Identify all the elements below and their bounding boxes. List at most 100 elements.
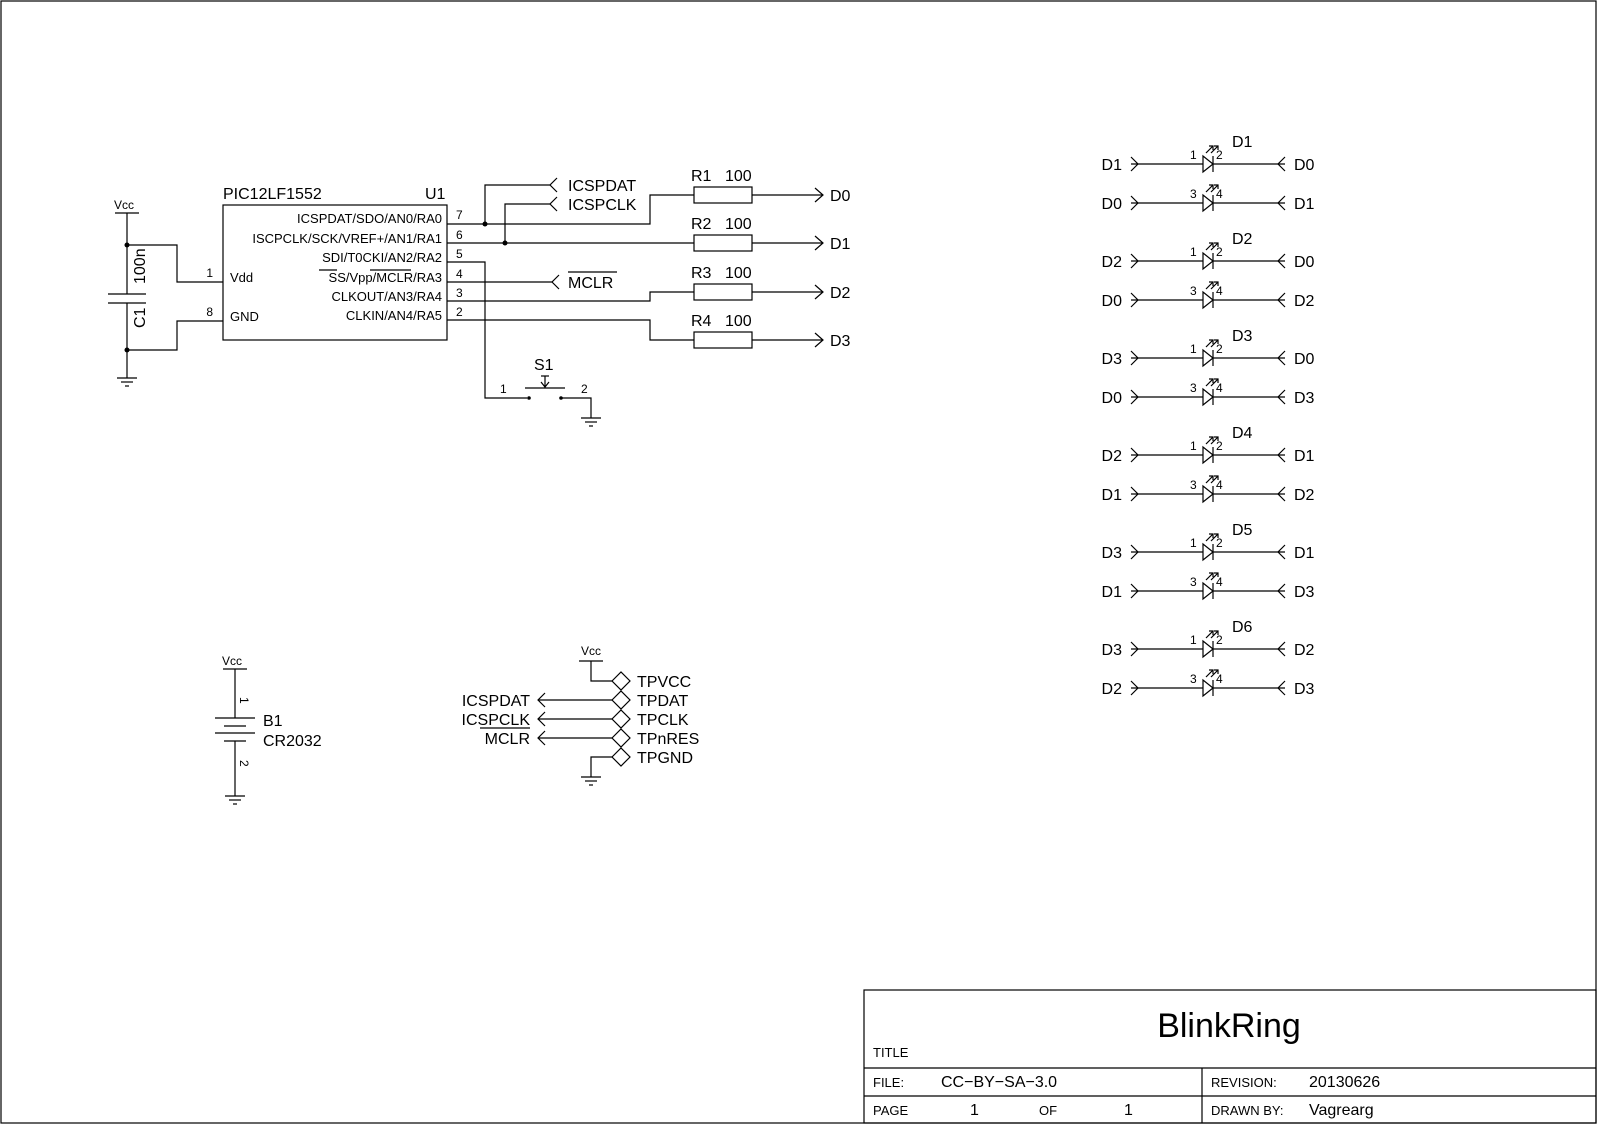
led-net-right: D3: [1294, 584, 1315, 601]
led-pin-num: 1: [1190, 633, 1197, 647]
battery-pin1-num: 1: [237, 697, 251, 704]
testpoint-icon: [611, 709, 631, 729]
arrow-icon: [814, 187, 824, 203]
led-ref-label: D6: [1232, 619, 1253, 636]
drawn-by-label: DRAWN BY:: [1211, 1103, 1283, 1118]
led-icon: [1202, 639, 1214, 659]
file-value: CC−BY−SA−3.0: [941, 1074, 1057, 1091]
led-pin-num: 2: [1216, 439, 1223, 453]
u1-gnd-label: GND: [230, 309, 259, 324]
u1-part-label: PIC12LF1552: [223, 186, 322, 203]
led-pin-num: 4: [1216, 284, 1223, 298]
led-icon: [1202, 387, 1214, 407]
led-pin-num: 1: [1190, 439, 1197, 453]
net-flag-icon: [1277, 195, 1286, 211]
battery-value-label: CR2032: [263, 733, 322, 750]
net-flag-icon: [1277, 680, 1286, 696]
net-flag-icon: [1277, 350, 1286, 366]
led-icon: [1202, 678, 1214, 698]
of-value: 1: [1124, 1102, 1133, 1119]
flag-icspdat-label: ICSPDAT: [568, 178, 636, 195]
c1-vcc-label: Vcc: [114, 198, 134, 212]
led-net-right: D0: [1294, 157, 1315, 174]
u1-ra3-end: /RA3: [413, 270, 442, 285]
mclr-wiring: MCLR: [447, 271, 617, 292]
led-net-left: D3: [1102, 545, 1123, 562]
u1-microcontroller: PIC12LF1552 U1 Vdd GND 1 8 ICSPDAT/SDO/A…: [206, 186, 463, 341]
led-net-right: D1: [1294, 448, 1315, 465]
led-ref-label: D2: [1232, 231, 1253, 248]
u1-pin-ra3-label: SS/Vpp/MCLR/RA3: [329, 270, 442, 285]
led-ref-label: D3: [1232, 328, 1253, 345]
tp-name-tpdat: TPDAT: [637, 693, 688, 710]
led-ref-label: D5: [1232, 522, 1253, 539]
u1-pin-6-num: 6: [456, 228, 463, 242]
net-flag-icon: [537, 711, 546, 727]
r2-value-label: 100: [725, 216, 752, 233]
r4-value-label: 100: [725, 313, 752, 330]
led-pin-num: 4: [1216, 672, 1223, 686]
u1-ra3-mclr: MCLR: [376, 270, 413, 285]
r3-ref-label: R3: [691, 265, 712, 282]
u1-pin-5-num: 5: [456, 247, 463, 261]
u1-vdd-label: Vdd: [230, 270, 253, 285]
net-flag-icon: [1277, 156, 1286, 172]
flag-mclr-label: MCLR: [568, 275, 613, 292]
led-net-right: D1: [1294, 196, 1315, 213]
led-net-right: D2: [1294, 487, 1315, 504]
wire-ra2-s1: [447, 261, 527, 399]
led-net-right: D2: [1294, 642, 1315, 659]
led-icon: [1202, 193, 1214, 213]
net-flag-icon: [1277, 583, 1286, 599]
drawn-by-value: Vagrearg: [1309, 1102, 1374, 1119]
testpoint-icon: [611, 747, 631, 767]
led-net-right: D1: [1294, 545, 1315, 562]
battery-vcc-label: Vcc: [222, 654, 242, 668]
u1-ra3-vpp: /Vpp/: [346, 270, 377, 285]
r1-ref-label: R1: [691, 168, 712, 185]
led-net-left: D3: [1102, 351, 1123, 368]
led-net-left: D1: [1102, 584, 1123, 601]
u1-ra3-ss: SS: [329, 270, 347, 285]
net-flag-icon: [1277, 292, 1286, 308]
led-pin-num: 3: [1190, 284, 1197, 298]
net-flag-icon: [1277, 544, 1286, 560]
led-pin-num: 1: [1190, 342, 1197, 356]
tp-name-tpvcc: TPVCC: [637, 674, 691, 691]
u1-pin-2-num: 2: [456, 305, 463, 319]
wire-ra5-r4: [447, 319, 694, 341]
s1-pin1-num: 1: [500, 382, 507, 396]
r2-ref-label: R2: [691, 216, 712, 233]
u1-pin-ra2-label: SDI/T0CKI/AN2/RA2: [322, 250, 442, 265]
icspdat-flag-icon: [549, 177, 558, 193]
led-net-left: D3: [1102, 642, 1123, 659]
led-icon: [1202, 542, 1214, 562]
tp-vcc-label: Vcc: [581, 644, 601, 658]
led-icon: [1202, 581, 1214, 601]
led-net-left: D2: [1102, 681, 1123, 698]
led-pin-num: 2: [1216, 342, 1223, 356]
u1-pin-7-num: 7: [456, 208, 463, 222]
testpoints: Vcc TPVCC TPDAT TPCLK TPnRES TPGND ICSPD…: [462, 644, 699, 786]
net-flag-icon: [1277, 389, 1286, 405]
tp-name-tpnres: TPnRES: [637, 731, 699, 748]
s1-switch: S1 1 2: [447, 261, 601, 427]
tp-name-tpgnd: TPGND: [637, 750, 693, 767]
r4-net-label: D3: [830, 333, 851, 350]
title-label: TITLE: [873, 1045, 909, 1060]
led-pin-num: 4: [1216, 478, 1223, 492]
net-flag-icon: [537, 730, 546, 746]
led-icon: [1202, 445, 1214, 465]
